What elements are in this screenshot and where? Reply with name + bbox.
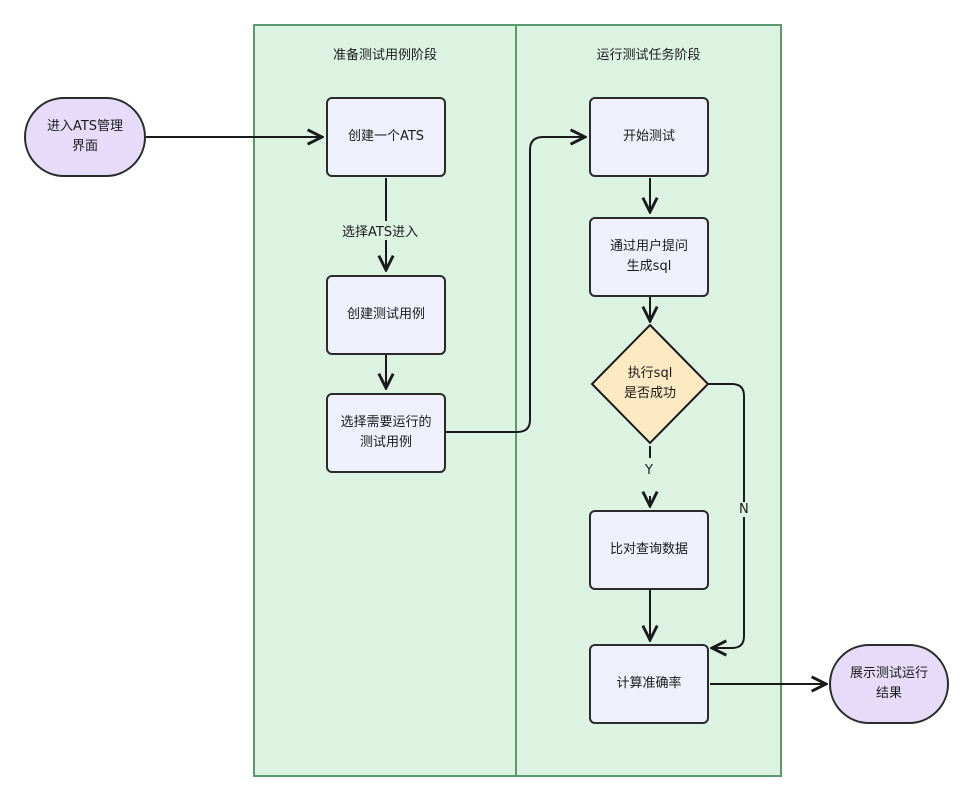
node-compare-data: 比对查询数据 (589, 510, 709, 590)
node-compute-accuracy: 计算准确率 (589, 644, 709, 724)
node-create-ats: 创建一个ATS (326, 97, 446, 177)
node-enter-ats: 进入ATS管理 界面 (24, 97, 146, 177)
node-select-test-case: 选择需要运行的 测试用例 (326, 393, 446, 473)
node-generate-sql: 通过用户提问 生成sql (589, 217, 709, 297)
lane-prepare-title: 准备测试用例阶段 (332, 48, 437, 63)
decision-diamond (590, 323, 710, 445)
node-exec-sql-decision: 执行sql 是否成功 (623, 366, 676, 401)
node-start-test: 开始测试 (589, 97, 709, 177)
node-create-test-case: 创建测试用例 (326, 275, 446, 355)
edge-label-select-ats: 选择ATS进入 (340, 221, 421, 240)
edge-label-yes: Y (643, 463, 655, 478)
node-show-results: 展示测试运行 结果 (829, 644, 949, 724)
edge-select-case-to-start (446, 137, 585, 433)
edge-label-no: N (737, 502, 751, 517)
lane-run-title: 运行测试任务阶段 (596, 48, 701, 63)
